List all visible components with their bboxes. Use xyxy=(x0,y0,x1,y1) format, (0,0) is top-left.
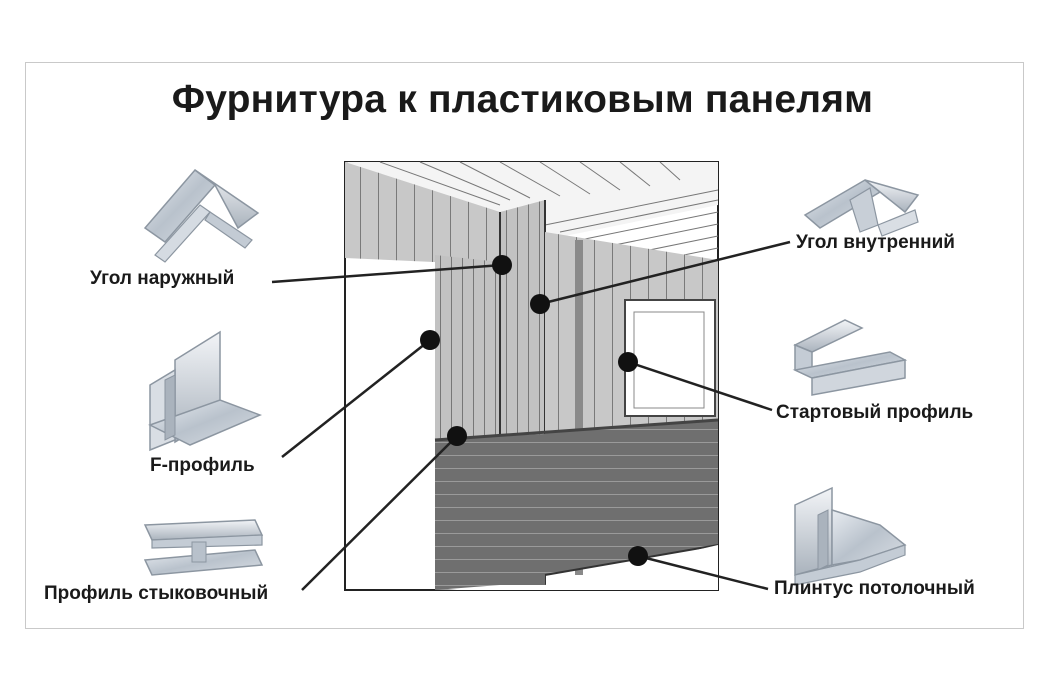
label-ceiling-plinth: Плинтус потолочный xyxy=(774,578,975,599)
callout-dots xyxy=(420,255,648,566)
room-scene xyxy=(344,161,719,591)
label-joining-profile: Профиль стыковочный xyxy=(44,583,269,604)
outer-corner-icon xyxy=(143,168,260,263)
start-profile-icon xyxy=(792,319,908,396)
f-profile-icon xyxy=(148,330,263,452)
joining-profile-icon xyxy=(143,519,264,576)
label-start-profile: Стартовый профиль xyxy=(776,402,974,423)
label-f-profile: F-профиль xyxy=(150,455,255,476)
page-title: Фурнитура к пластиковым панелям xyxy=(171,78,874,121)
label-inner-corner: Угол внутренний xyxy=(796,232,955,253)
inner-corner-icon xyxy=(803,179,920,237)
ceiling-plinth-icon xyxy=(794,486,907,586)
leader-lines xyxy=(271,240,791,591)
label-outer-corner: Угол наружный xyxy=(90,268,235,289)
